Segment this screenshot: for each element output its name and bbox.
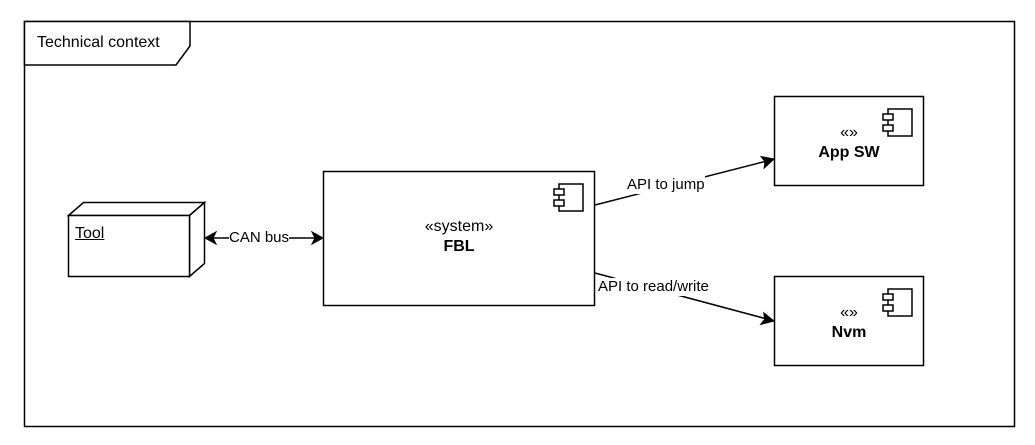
api-jump-label: API to jump: [627, 176, 705, 194]
fbl-text: «system» FBL: [323, 217, 595, 257]
component-icon: [553, 183, 584, 212]
app-sw-node[interactable]: [773, 95, 925, 187]
fbl-name: FBL: [443, 238, 475, 255]
can-bus-edge[interactable]: [203, 230, 325, 246]
api-rw-label: API to read/write: [598, 278, 709, 296]
frame-tab: [23, 20, 191, 66]
nvm-text: «» Nvm: [774, 303, 924, 343]
can-bus-label: CAN bus: [229, 229, 290, 247]
app-sw-text: «» App SW: [774, 123, 924, 163]
app-sw-stereotype: «»: [840, 124, 858, 141]
fbl-node[interactable]: [322, 170, 596, 307]
component-icon: [882, 108, 913, 137]
nvm-name: Nvm: [831, 324, 867, 341]
tool-node[interactable]: [66, 200, 207, 279]
fbl-stereotype: «system»: [424, 218, 494, 235]
nvm-stereotype: «»: [840, 304, 858, 321]
app-sw-name: App SW: [818, 144, 880, 161]
component-icon: [882, 288, 913, 317]
frame-border: [23, 20, 1016, 428]
tool-label[interactable]: Tool: [75, 225, 105, 242]
frame-title: Technical context: [37, 34, 160, 51]
